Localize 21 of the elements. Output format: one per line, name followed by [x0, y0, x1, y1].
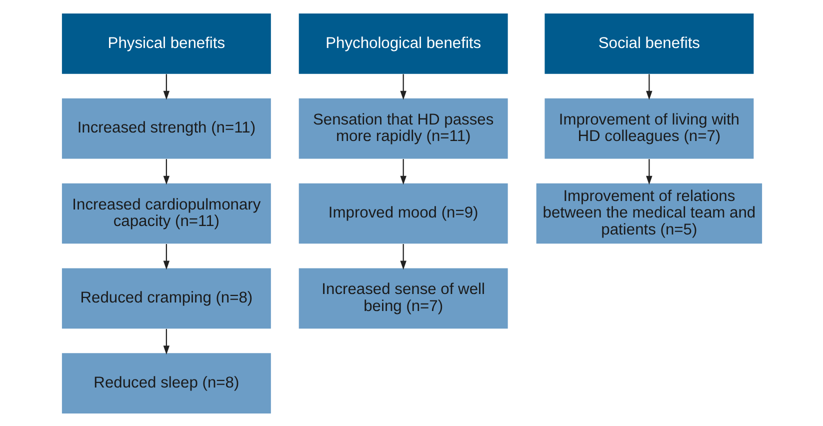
- node-box: Phychological benefits: [298, 12, 508, 74]
- node-box: Social benefits: [544, 12, 754, 74]
- node-box: Improvement of living with HD colleagues (n=7): [544, 98, 754, 158]
- arrow: [162, 328, 170, 354]
- arrow: [162, 244, 170, 270]
- arrow: [162, 158, 170, 184]
- arrow: [400, 74, 406, 100]
- node-box: Improvement of relations between the medical team and patients (n=5): [536, 182, 762, 244]
- node-box: Sensation that HD passes more rapidly (n=11): [298, 98, 508, 158]
- arrow: [646, 74, 652, 100]
- node-box: Increased strength (n=11): [61, 98, 270, 158]
- node-box: Increased sense of well being (n=7): [298, 268, 508, 328]
- node-box: Reduced sleep (n=8): [61, 352, 270, 414]
- node-box: Improved mood (n=9): [298, 182, 508, 244]
- node-box: Reduced cramping (n=8): [61, 268, 270, 328]
- arrow: [646, 158, 652, 184]
- arrow: [400, 158, 406, 184]
- node-box: Increased cardiopulmonary capacity (n=11): [61, 182, 270, 244]
- arrow: [400, 244, 406, 270]
- arrow: [162, 74, 170, 100]
- node-box: Physical benefits: [61, 12, 270, 74]
